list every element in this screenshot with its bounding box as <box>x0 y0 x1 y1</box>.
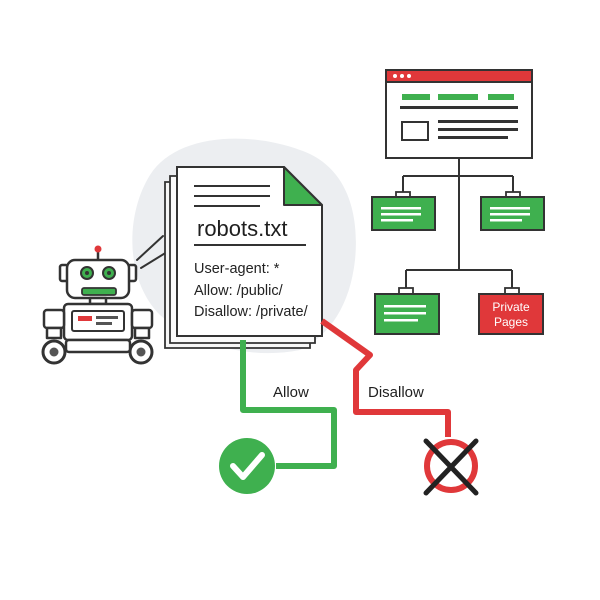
check-circle-icon <box>219 438 275 494</box>
robot-icon <box>41 245 154 365</box>
disallow-label: Disallow <box>368 384 424 401</box>
private-pages-label-line-1: Private <box>492 300 530 314</box>
site-node-2 <box>480 191 545 231</box>
site-node-1 <box>371 191 436 231</box>
document-rule-allow: Allow: /public/ <box>194 283 284 299</box>
private-pages-label-line-2: Pages <box>494 315 528 329</box>
motion-lines <box>136 235 168 269</box>
private-pages-node: Private Pages <box>478 287 544 335</box>
browser-title-bar <box>385 69 533 83</box>
document-icon: robots.txt User-agent: * Allow: /public/… <box>164 166 323 349</box>
document-title: robots.txt <box>197 216 287 241</box>
browser-window-icon <box>385 69 533 159</box>
document-rule-disallow: Disallow: /private/ <box>194 304 309 320</box>
document-rule-user-agent: User-agent: * <box>194 261 280 277</box>
allow-label: Allow <box>273 384 309 401</box>
document-corner-fold <box>283 166 323 206</box>
allow-path <box>240 340 337 469</box>
x-circle-icon <box>423 438 479 496</box>
site-node-3 <box>374 287 440 335</box>
disallow-path <box>320 318 451 437</box>
